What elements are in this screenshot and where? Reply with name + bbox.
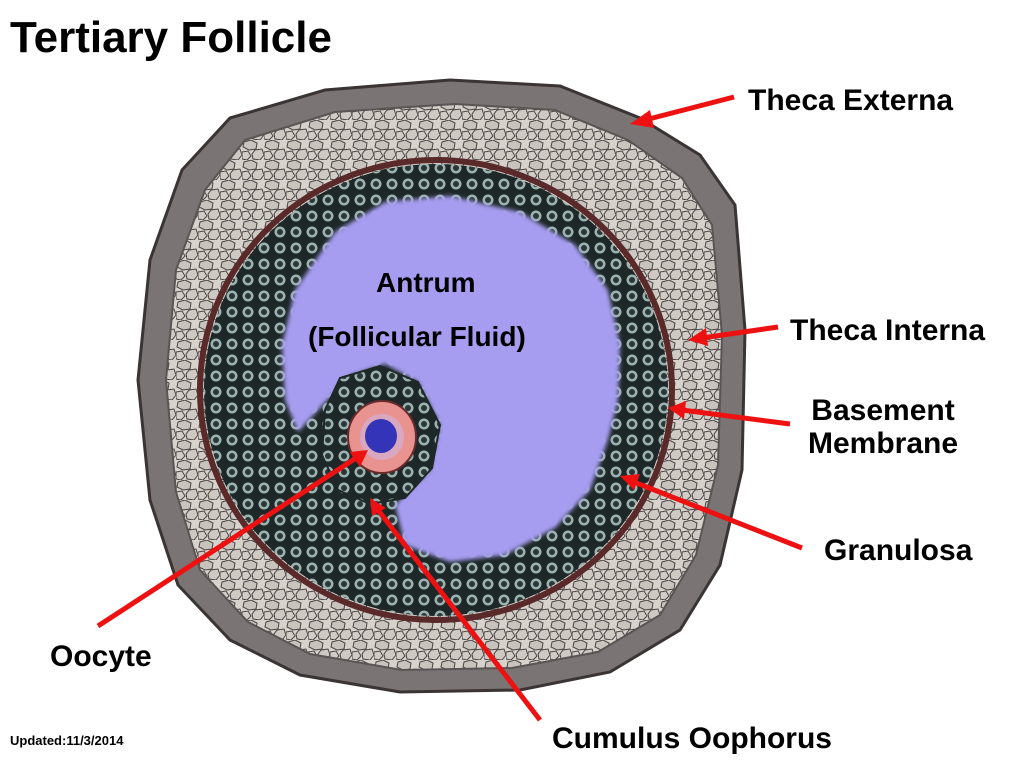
label-antrum: Antrum (376, 267, 476, 298)
label-theca-externa: Theca Externa (748, 84, 954, 117)
label-basement-line2: Membrane (807, 427, 959, 460)
arrow-basement (681, 407, 791, 427)
label-basement-membrane: Basement Membrane (796, 394, 970, 460)
arrow-theca-externa (644, 94, 735, 123)
antrum (282, 196, 620, 562)
oocyte-nucleus (365, 419, 397, 453)
arrow-granulosa (633, 479, 803, 551)
label-granulosa: Granulosa (824, 534, 973, 567)
arrow-theca-interna (701, 324, 779, 341)
pointer-arrows (96, 94, 803, 722)
label-oocyte: Oocyte (50, 640, 152, 673)
label-basement-line1: Basement (811, 394, 955, 427)
updated-date: Updated:11/3/2014 (10, 733, 124, 748)
basement-membrane (197, 157, 675, 623)
arrow-cumulus (376, 508, 542, 722)
label-cumulus-oophorus: Cumulus Oophorus (552, 722, 832, 755)
label-follicular-fluid: (Follicular Fluid) (308, 321, 526, 352)
arrow-oocyte (96, 455, 358, 629)
page-title: Tertiary Follicle (10, 13, 332, 62)
label-theca-interna: Theca Interna (790, 314, 986, 347)
